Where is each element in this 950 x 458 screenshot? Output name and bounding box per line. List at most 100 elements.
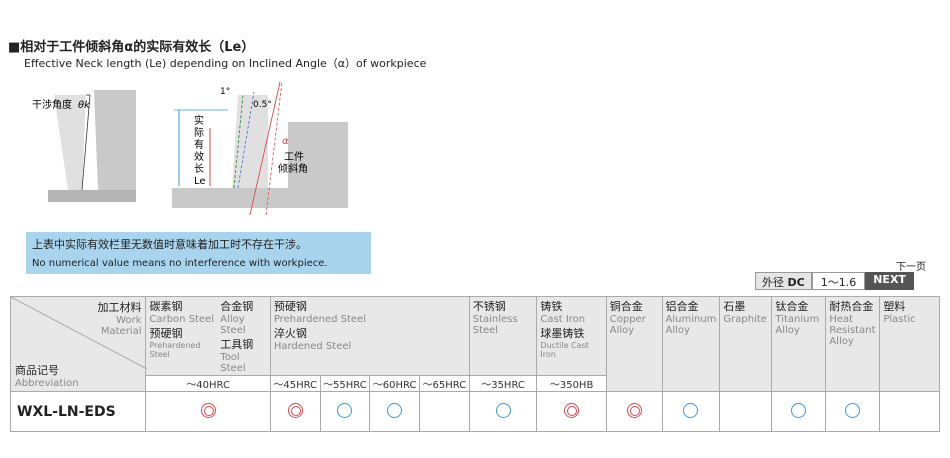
castiron-cn: 铸铁 [540, 300, 563, 313]
titanium-en1: Titanium [775, 314, 820, 325]
effective-len-2: 际 [194, 127, 204, 139]
suitability-mark-icon [564, 402, 580, 418]
table-corner: 加工材料 Work Material 商品记号 Abbreviation [9, 296, 147, 392]
prehard-steel-en: Prehardened Steel [149, 341, 201, 359]
heat-resistant-header: 耐热合金 Heat Resistant Alloy [825, 296, 881, 392]
corner-material-cn: 加工材料 [97, 301, 142, 314]
corner-product-cn: 商品记号 [15, 364, 59, 377]
suitability-mark-icon [337, 402, 353, 418]
heatres-en2: Resistant [829, 325, 876, 336]
stainless-header: 不锈钢 Stainless Steel [468, 296, 538, 376]
note-box: 上表中实际有效栏里无数值时意味着加工时不存在干涉。 No numerical v… [26, 232, 371, 274]
hardness-45: 〜45HRC [269, 375, 321, 392]
effective-len-5: 长 [194, 163, 204, 175]
hardness-40: 〜40HRC [145, 375, 271, 392]
prehard-cn: 预硬钢 [273, 300, 307, 313]
copper-en1: Copper [609, 314, 646, 325]
aluminum-en2: Alloy [665, 325, 690, 336]
alloy-steel-cn: 合金钢 [220, 300, 254, 313]
titanium-cn: 钛合金 [775, 300, 809, 313]
angle-2-label: 0.5° [253, 100, 272, 110]
tool-steel-en: Tool Steel [220, 352, 246, 374]
mark-cell [468, 391, 538, 432]
graphite-en: Graphite [723, 314, 767, 325]
ductile-cn: 球墨铸铁 [540, 327, 585, 340]
mark-cell [605, 391, 663, 432]
mark-cell [145, 391, 271, 432]
corner-material-en2: Material [100, 326, 142, 337]
graphite-cn: 石墨 [723, 300, 746, 313]
angle-1-label: 1° [220, 87, 230, 97]
ductile-en: Ductile Cast Iron [540, 341, 589, 359]
corner-material-en1: Work [116, 315, 142, 326]
plastic-cn: 塑料 [883, 300, 906, 313]
plastic-en: Plastic [883, 314, 916, 325]
carbon-steel-en: Carbon Steel [149, 314, 215, 325]
aluminum-cn: 铝合金 [665, 300, 699, 313]
mark-cell [719, 391, 773, 432]
suitability-mark-icon [626, 402, 642, 418]
size-navigation: 外径 DC 1〜1.6 NEXT [755, 272, 914, 290]
mark-cell [269, 391, 321, 432]
mark-cell [771, 391, 827, 432]
suitability-mark-icon [287, 402, 303, 418]
effective-len-3: 有 [194, 138, 204, 151]
suitability-mark-icon [683, 402, 699, 418]
table-row: WXL-LN-EDS [9, 391, 940, 432]
castiron-en: Cast Iron [540, 314, 586, 325]
note-cn: 上表中实际有效栏里无数值时意味着加工时不存在干涉。 [32, 238, 307, 251]
effective-len-6: Le [194, 176, 206, 187]
heatres-cn: 耐热合金 [829, 300, 874, 313]
carbon-steel-cn: 碳素钢 [149, 300, 183, 313]
alloy-steel-en: Alloy Steel [220, 314, 246, 336]
suitability-mark-icon [387, 402, 403, 418]
hardened-cn: 淬火钢 [273, 327, 307, 340]
copper-cn: 铜合金 [609, 300, 643, 313]
suitability-mark-icon [845, 402, 861, 418]
hardness-60: 〜60HRC [369, 375, 420, 392]
carbon-steel-header: 碳素钢 Carbon Steel 预硬钢 Prehardened Steel 合… [145, 296, 271, 376]
aluminum-en1: Aluminum [665, 314, 717, 325]
hardness-350hb: 〜350HB [536, 375, 607, 392]
mark-cell [319, 391, 371, 432]
dc-range: 1〜1.6 [811, 272, 866, 290]
heatres-en1: Heat [829, 314, 854, 325]
effective-len-1: 实 [194, 114, 204, 127]
stainless-cn: 不锈钢 [472, 300, 506, 313]
corner-diagonal [11, 297, 147, 369]
mark-cell [825, 391, 881, 432]
mark-cell [418, 391, 470, 432]
copper-header: 铜合金 Copper Alloy [605, 296, 663, 392]
interference-angle-label: 干涉角度 [32, 98, 72, 111]
note-en: No numerical value means no interference… [32, 258, 328, 269]
next-button[interactable]: NEXT [865, 272, 914, 290]
prehard-steel-cn: 预硬钢 [149, 327, 183, 340]
dc-label-cn: 外径 [762, 276, 784, 289]
heading-en: Effective Neck length (Le) depending on … [24, 57, 427, 70]
dc-code: DC [787, 276, 805, 289]
prehard-en: Prehardened Steel [273, 314, 366, 325]
dc-label: 外径 DC [755, 272, 812, 290]
heading-cn: ■相对于工件倾斜角α的实际有效长（Le） [8, 40, 255, 55]
suitability-mark-icon [791, 402, 807, 418]
plastic-header: 塑料 Plastic [879, 296, 940, 392]
suitability-mark-icon [495, 402, 511, 418]
workpiece-angle-1: 工件 [284, 151, 304, 163]
hardened-en: Hardened Steel [273, 341, 352, 352]
mark-cell [369, 391, 420, 432]
suitability-mark-icon [200, 402, 216, 418]
workpiece-angle-2: 倾斜角 [278, 162, 308, 175]
stainless-en: Stainless Steel [472, 314, 518, 336]
graphite-header: 石墨 Graphite [719, 296, 773, 392]
product-code[interactable]: WXL-LN-EDS [9, 391, 147, 432]
inclined-angle-diagram: 干涉角度 θk 1° 0.5° 实 际 有 效 长 Le α 工件 倾斜角 [32, 81, 348, 216]
theta-label: θk [78, 100, 91, 111]
mark-cell [661, 391, 721, 432]
copper-en2: Alloy [609, 325, 635, 336]
hardness-35: 〜35HRC [468, 375, 538, 392]
titanium-header: 钛合金 Titanium Alloy [771, 296, 827, 392]
prehard-hardened-header: 预硬钢 Prehardened Steel 淬火钢 Hardened Steel [269, 296, 470, 376]
aluminum-header: 铝合金 Aluminum Alloy [661, 296, 721, 392]
alpha-label: α [282, 136, 289, 147]
hardness-65: 〜65HRC [418, 375, 470, 392]
